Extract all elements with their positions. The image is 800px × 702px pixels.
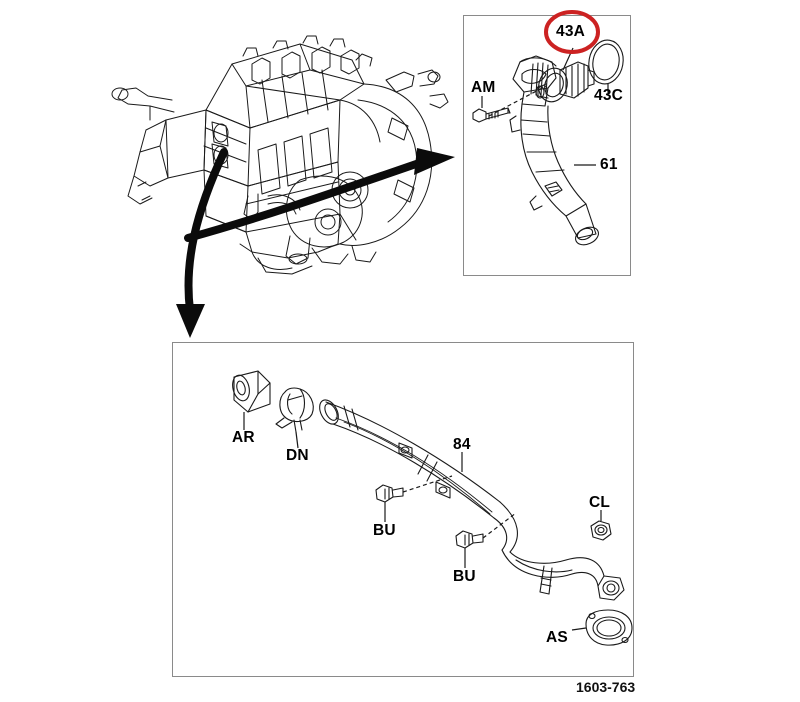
callout-label-dn: DN	[286, 447, 309, 464]
highlight-circle-43a	[544, 10, 600, 54]
cl-nut-part	[590, 520, 612, 541]
callout-label-43c: 43C	[594, 87, 624, 104]
thermostat-part	[535, 61, 595, 103]
leader-bu-1-dashed	[402, 475, 453, 493]
top-panel	[463, 15, 631, 276]
callout-label-as: AS	[546, 629, 568, 646]
leader-dn	[295, 431, 299, 449]
callout-label-43a: 43A	[556, 23, 586, 40]
callout-label-61: 61	[600, 156, 618, 173]
leader-bu-2-dashed	[482, 512, 517, 539]
bu-bolt-1-part	[375, 484, 404, 503]
callout-label-cl: CL	[589, 494, 611, 511]
am-bolt-part	[472, 107, 511, 123]
dn-clamp-part	[275, 387, 314, 433]
callout-label-bu-1: BU	[373, 522, 396, 539]
water-pipe-84	[319, 399, 625, 601]
arrow-to-top-panel	[184, 158, 426, 242]
leader-am-dashed	[488, 85, 547, 117]
bottom-panel	[172, 342, 634, 677]
inlet-pipe-flange	[512, 55, 557, 93]
bu-bolt-2-part	[455, 530, 484, 549]
o-ring-part	[588, 39, 624, 85]
arrow-to-top-panel-head	[414, 148, 455, 175]
arrow-to-bottom-panel	[184, 148, 228, 314]
callout-label-84: 84	[453, 436, 471, 453]
callout-label-bu-2: BU	[453, 568, 476, 585]
as-gasket-part	[585, 609, 633, 646]
ar-sleeve-part	[232, 370, 271, 413]
arrow-to-bottom-panel-head	[176, 304, 205, 338]
callout-label-ar: AR	[232, 429, 255, 446]
callout-label-am: AM	[471, 79, 496, 96]
diagram-code: 1603-763	[576, 679, 636, 695]
leader-as	[571, 627, 587, 631]
